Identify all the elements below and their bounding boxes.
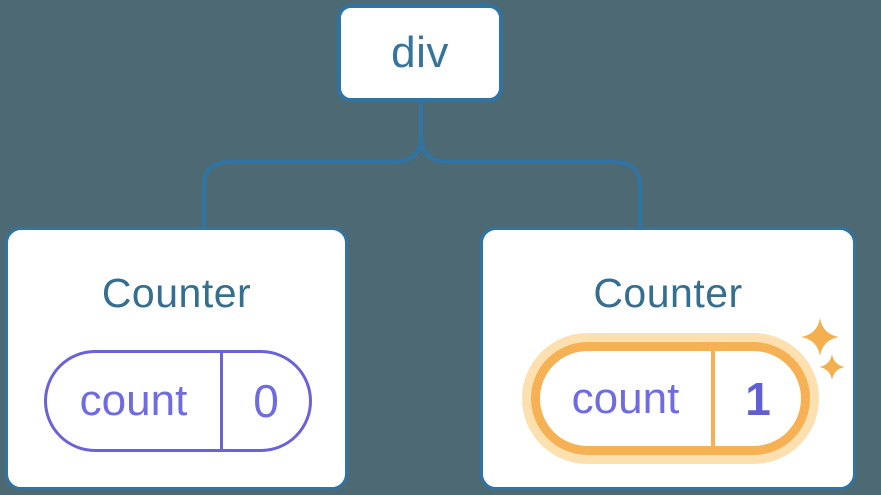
counter-card-left: Counter count 0: [5, 227, 348, 490]
connector-left-branch: [202, 102, 423, 229]
state-key-cell: count: [47, 353, 223, 449]
root-node: div: [337, 4, 503, 102]
state-value: 1: [745, 372, 771, 425]
state-pill-left: count 0: [44, 350, 312, 452]
counter-title-right: Counter: [593, 270, 743, 316]
root-node-label: div: [391, 28, 449, 77]
state-value-cell: 1: [715, 351, 801, 446]
sparkle-large: [801, 318, 839, 356]
state-pill-right-highlighted: count 1: [531, 342, 810, 455]
sparkle-small: [819, 354, 845, 380]
connector-right-branch: [419, 102, 642, 229]
counter-card-right: Counter count 1: [480, 227, 856, 490]
state-key-label: count: [571, 373, 680, 423]
state-value: 0: [253, 375, 279, 427]
state-value-cell: 0: [223, 353, 309, 449]
state-key-cell: count: [540, 351, 715, 446]
counter-title-left: Counter: [101, 270, 252, 316]
state-key-label: count: [79, 376, 188, 425]
sparkles-icon: [801, 318, 845, 380]
